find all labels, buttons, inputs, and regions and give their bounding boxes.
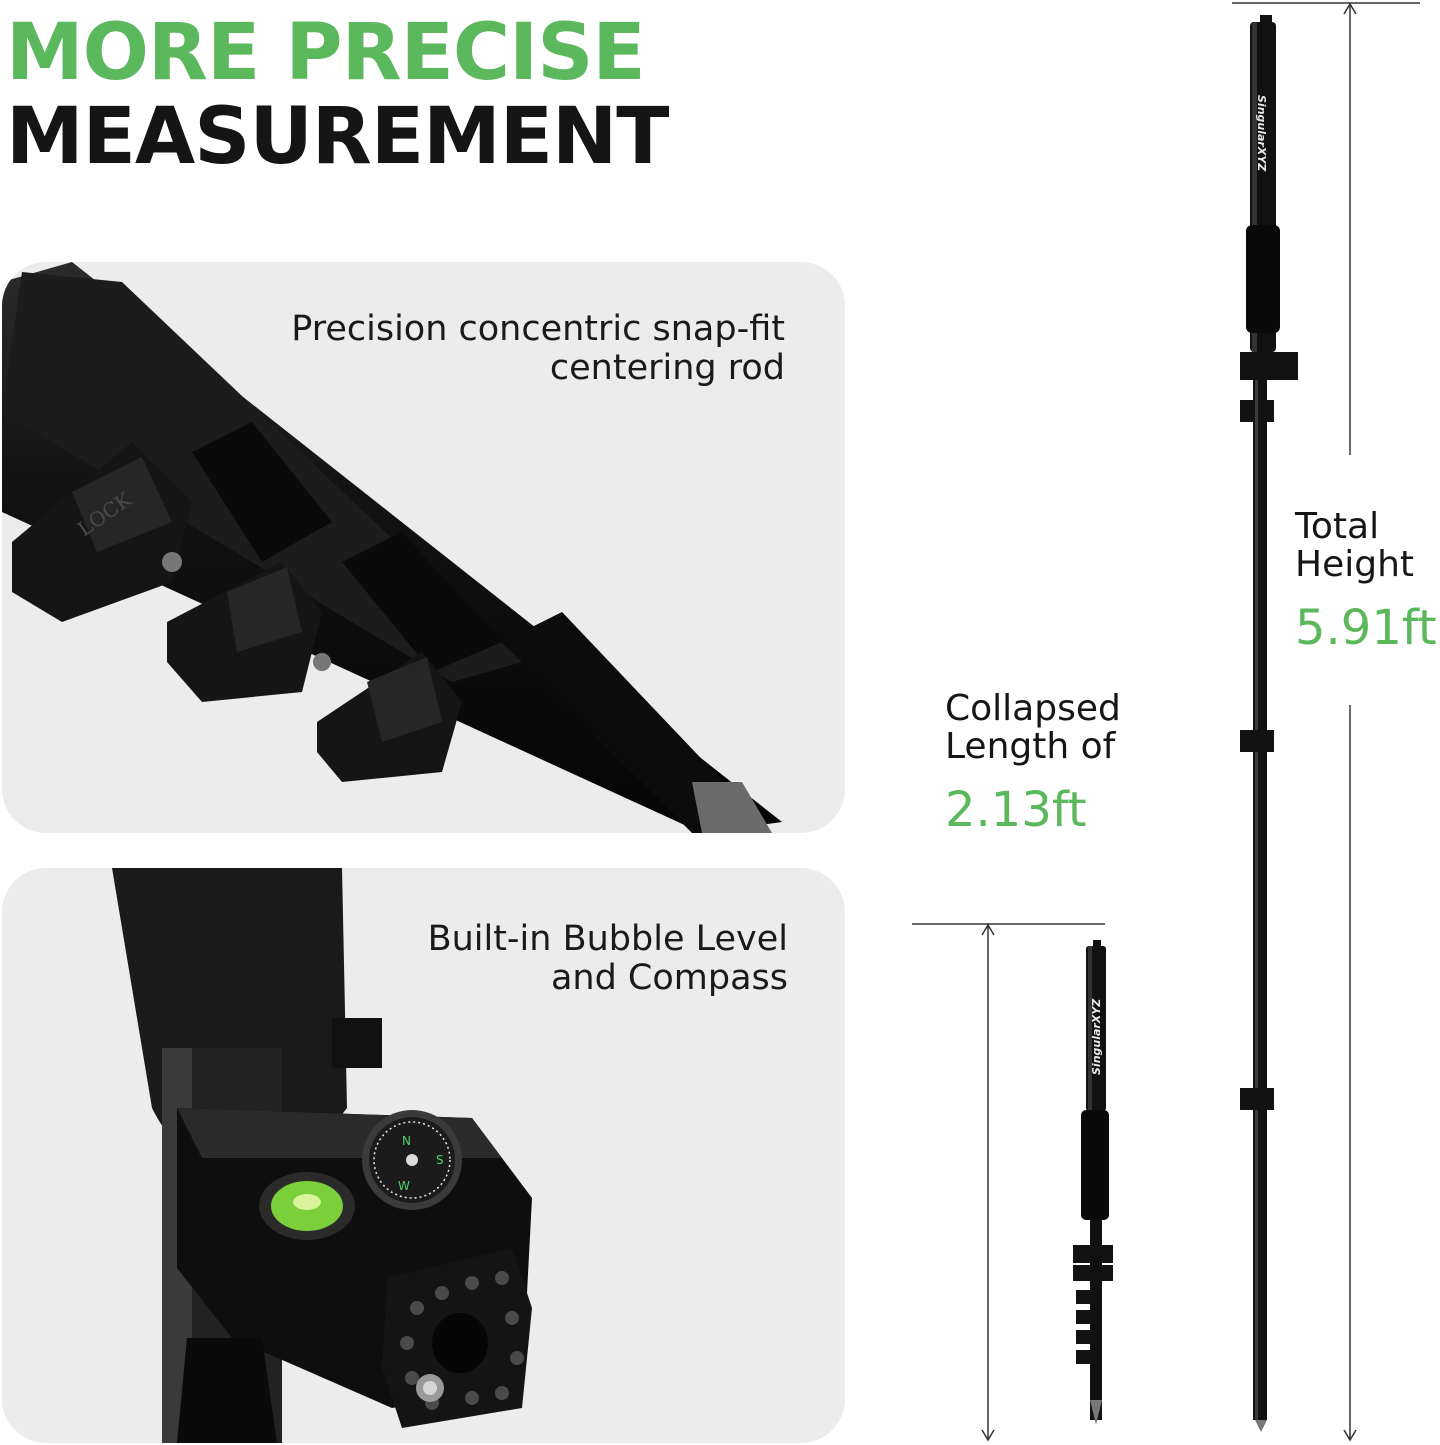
collapsed-length-value: 2.13ft bbox=[945, 782, 1087, 838]
panel2-caption-line1: Built-in Bubble Level bbox=[427, 919, 788, 959]
panel1-caption-line2: centering rod bbox=[549, 348, 785, 388]
collapsed-length-label-line1: Collapsed bbox=[945, 688, 1121, 729]
compass-icon: N S W bbox=[362, 1110, 462, 1210]
panel2-caption: Built-in Bubble Level and Compass bbox=[428, 920, 788, 998]
brand-logo-short: SingularXYZ bbox=[1090, 998, 1103, 1075]
total-height-label: Total Height bbox=[1295, 508, 1414, 584]
collapsed-length-dimension bbox=[912, 923, 1105, 1442]
panel1-caption: Precision concentric snap-fit centering … bbox=[291, 310, 785, 388]
feature-panel-snap-fit: LOCK Precision concentric snap-fit cente… bbox=[2, 262, 845, 833]
brand-logo-tall: SingularXYZ bbox=[1255, 95, 1268, 172]
headline-line1: MORE PRECISE bbox=[6, 8, 646, 98]
collapsed-rod: SingularXYZ bbox=[1073, 940, 1113, 1425]
panel1-caption-line1: Precision concentric snap-fit bbox=[291, 309, 785, 349]
panel2-caption-line2: and Compass bbox=[550, 958, 788, 998]
feature-panel-level-compass: N S W Built-in Bubble Level and Compass bbox=[2, 868, 845, 1443]
level-compass-illustration: N S W bbox=[112, 868, 532, 1443]
clamp-photo-illustration: LOCK bbox=[2, 262, 782, 833]
total-height-label-line1: Total bbox=[1295, 506, 1380, 547]
headline-line2: MEASUREMENT bbox=[6, 92, 670, 182]
svg-text:N: N bbox=[402, 1134, 411, 1148]
extended-rod: SingularXYZ bbox=[1240, 15, 1298, 1432]
total-height-label-line2: Height bbox=[1295, 544, 1415, 585]
lock-clamp-1 bbox=[12, 442, 192, 622]
total-height-dimension bbox=[1232, 2, 1420, 1442]
svg-text:S: S bbox=[436, 1153, 444, 1167]
total-height-value: 5.91ft bbox=[1295, 600, 1437, 656]
svg-text:W: W bbox=[398, 1179, 410, 1193]
collapsed-length-label-line2: Length of bbox=[945, 726, 1116, 767]
lock-clamp-2 bbox=[167, 562, 322, 702]
bubble-level-icon bbox=[259, 1172, 355, 1240]
rod-dimension-illustration: SingularXYZ SingularXYZ bbox=[912, 2, 1420, 1442]
collapsed-length-label: Collapsed Length of bbox=[945, 690, 1121, 766]
lock-clamp-3 bbox=[317, 652, 462, 782]
